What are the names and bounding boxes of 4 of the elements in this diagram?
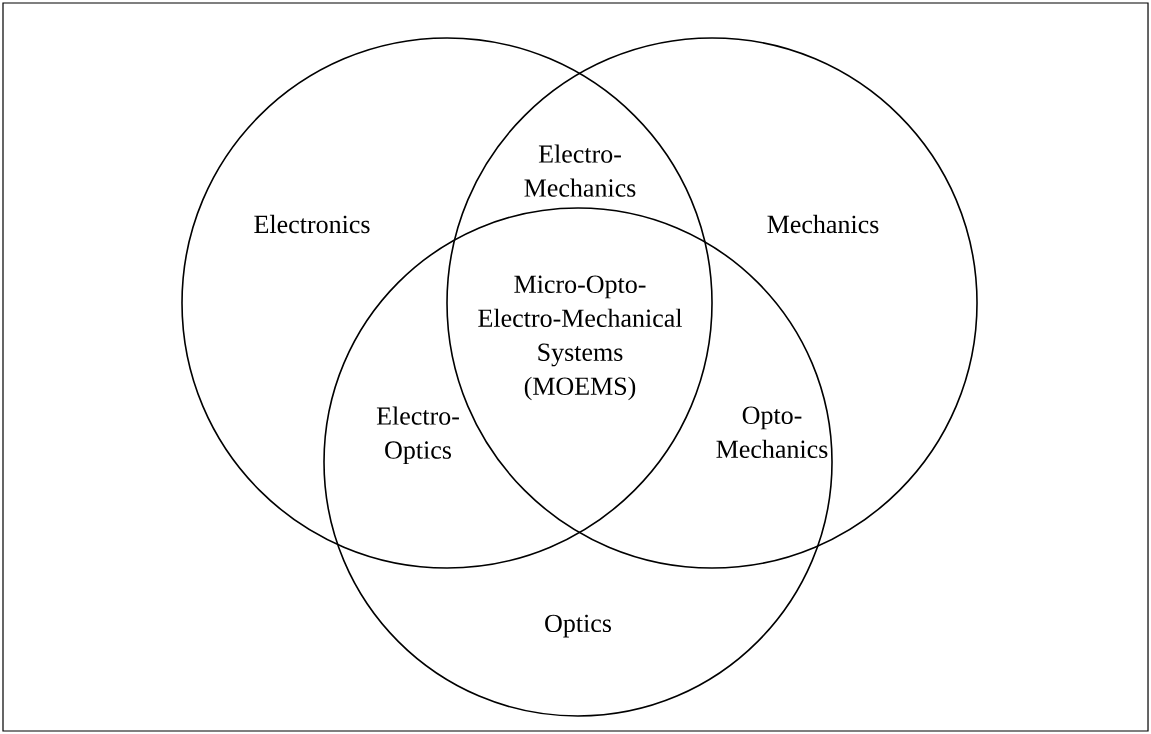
region-label: Micro-Opto- Electro-Mechanical Systems (MOEMS) (478, 275, 682, 401)
region-label: Electro- Mechanics (524, 144, 636, 197)
region-label: Opto- Mechanics (716, 406, 828, 458)
region-label: Electro- Optics (376, 406, 459, 465)
